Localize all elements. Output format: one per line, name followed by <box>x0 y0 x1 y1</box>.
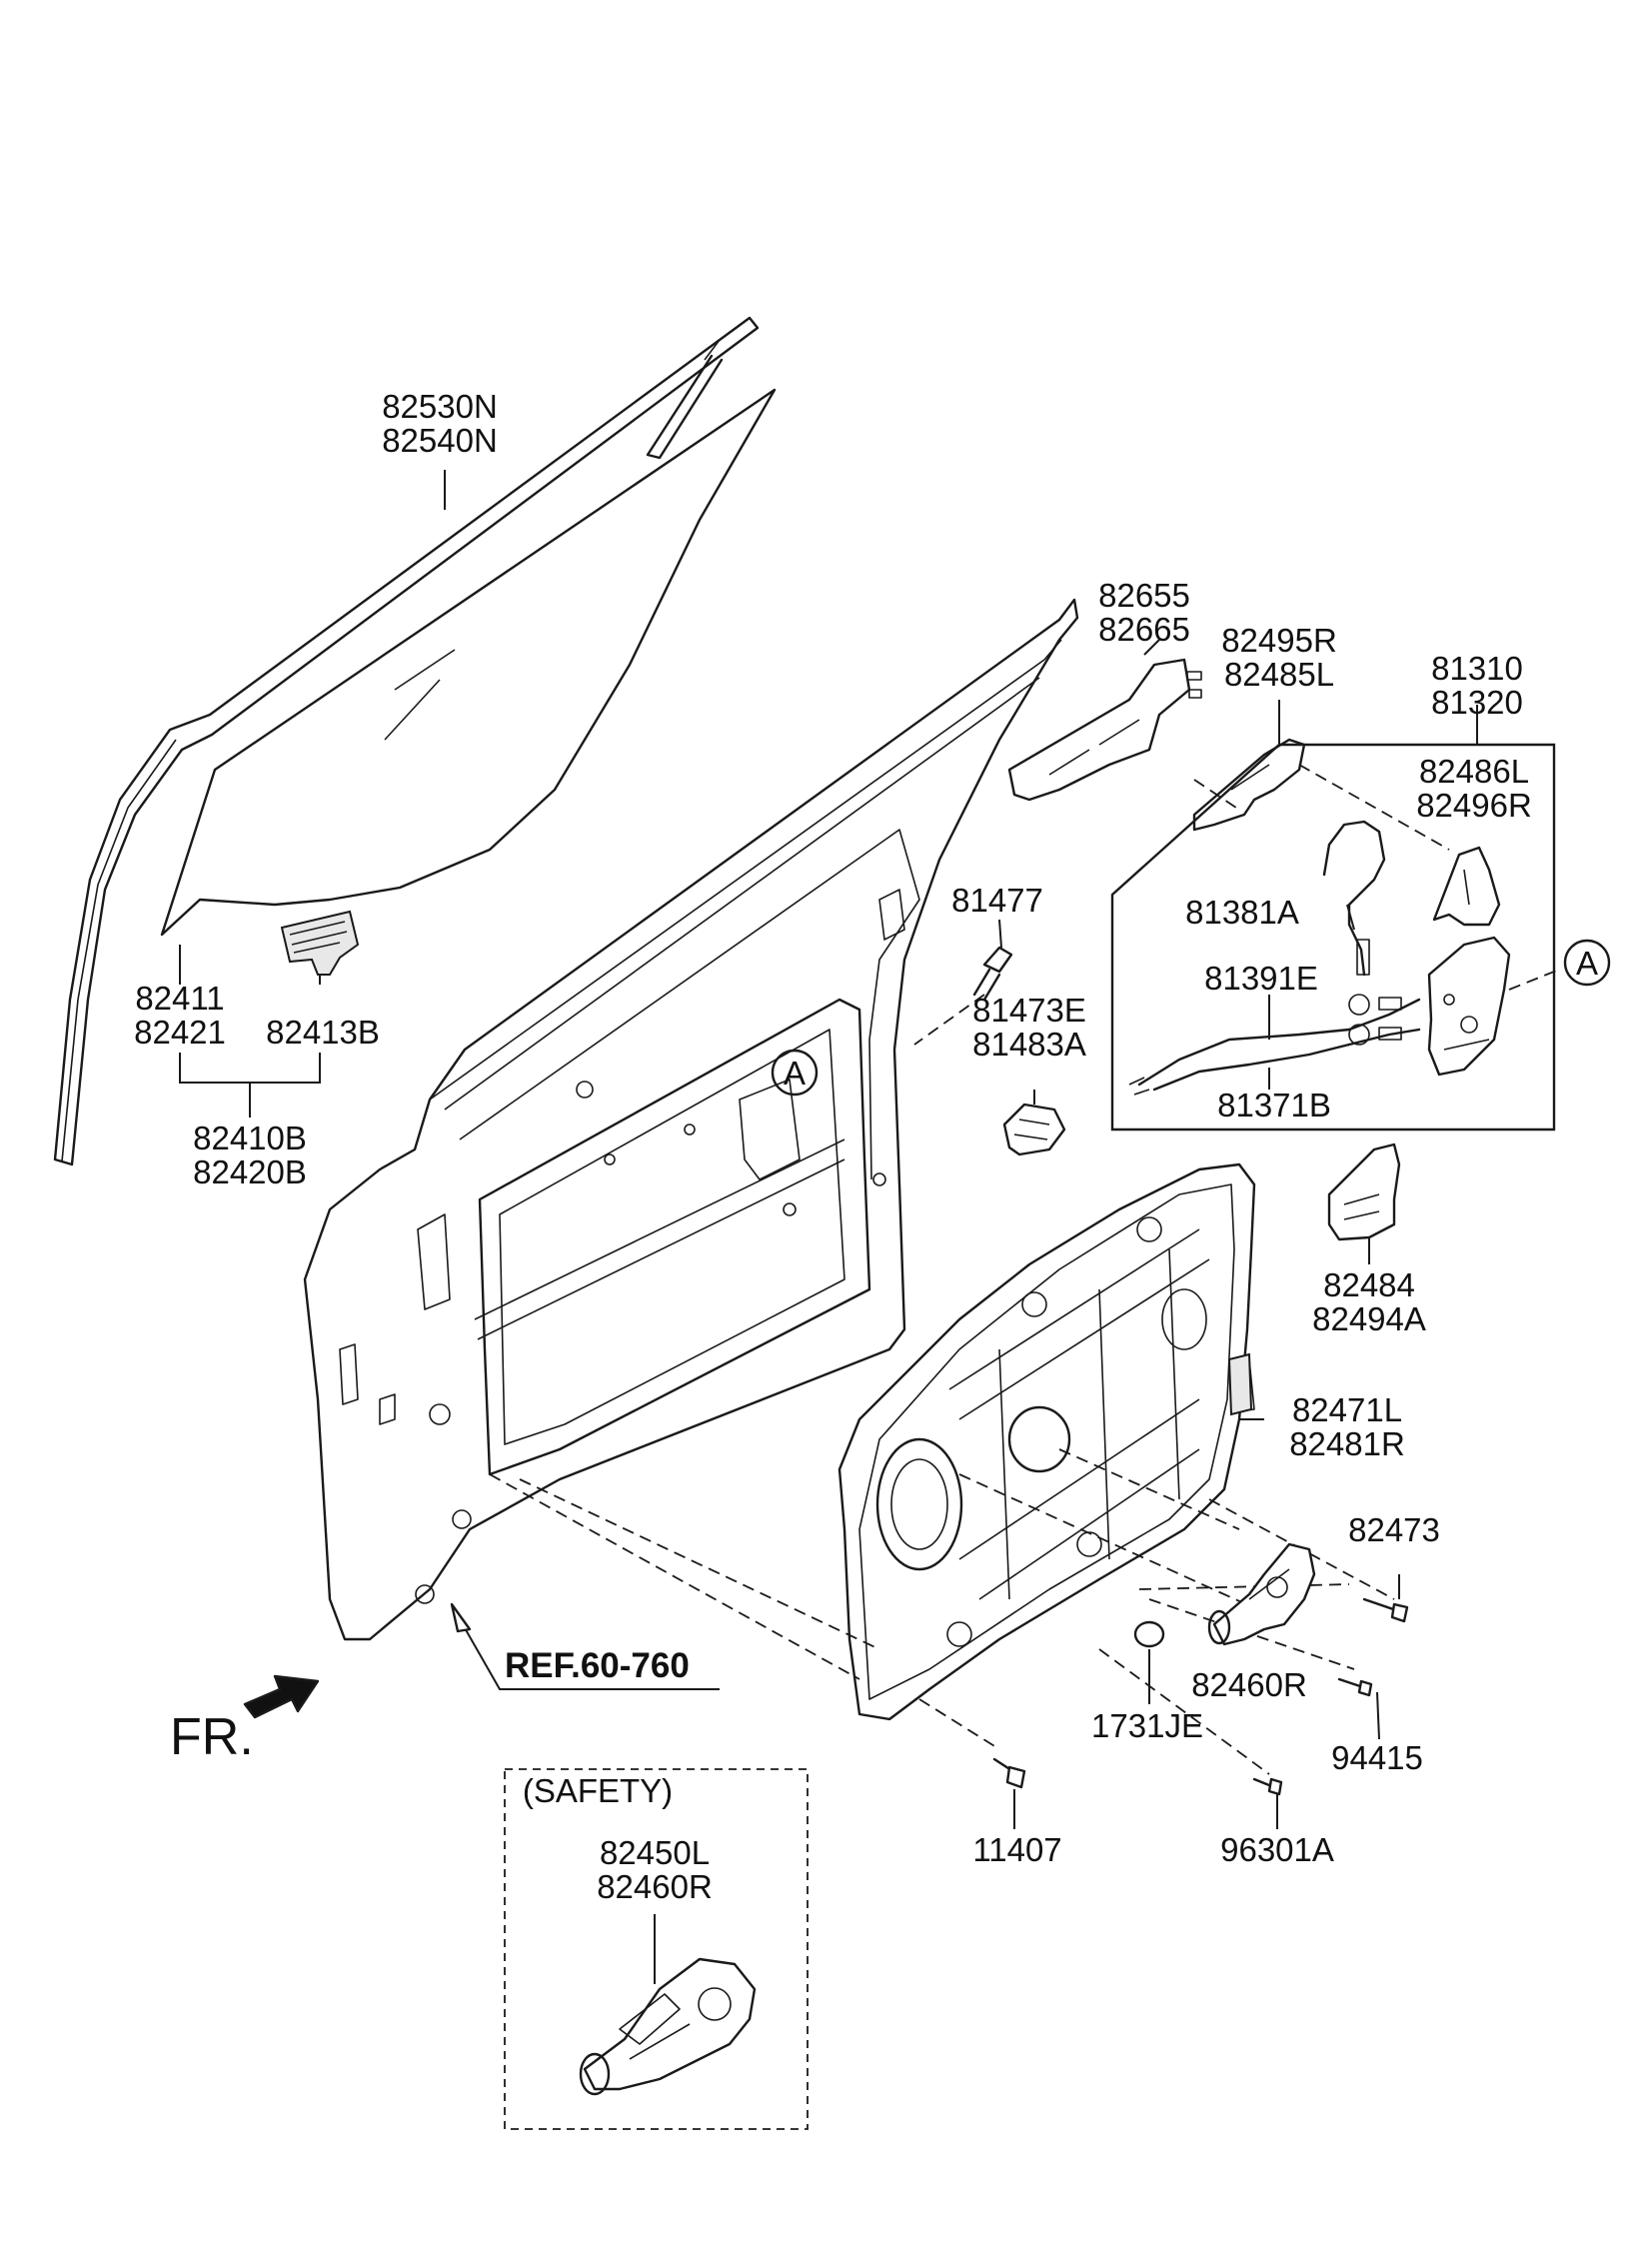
label-82460r-upper: 82460R <box>1191 1666 1307 1703</box>
label-82420b: 82420B <box>193 1153 307 1190</box>
label-82655: 82655 <box>1098 577 1190 614</box>
label-94415: 94415 <box>1331 1739 1423 1776</box>
label-81381a: 81381A <box>1185 894 1299 931</box>
screw-96301a <box>1252 1777 1283 1829</box>
label-82421: 82421 <box>134 1014 226 1051</box>
label-82494a: 82494A <box>1312 1300 1426 1337</box>
grommet-1731je <box>1133 1620 1165 1704</box>
front-direction-indicator: FR. <box>170 1674 320 1766</box>
label-82411: 82411 <box>135 980 224 1017</box>
label-82471l: 82471L <box>1292 1391 1402 1428</box>
window-regulator-motor <box>1207 1542 1316 1646</box>
handle-bracket <box>1327 1142 1401 1264</box>
label-82496r: 82496R <box>1416 787 1532 824</box>
bolt-11407 <box>992 1757 1026 1829</box>
marker-a-box-text: A <box>1576 945 1598 982</box>
inside-handle-cables <box>1128 994 1421 1096</box>
label-1731je: 1731JE <box>1091 1707 1203 1744</box>
label-81371b: 81371B <box>1217 1087 1331 1124</box>
glass-leaders <box>179 470 446 1118</box>
marker-a-text: A <box>784 1055 806 1092</box>
label-82473: 82473 <box>1348 1511 1440 1548</box>
label-11407: 11407 <box>972 1831 1061 1868</box>
part-labels: 82530N 82540N 82411 82421 82413B 82410B … <box>134 388 1532 1905</box>
label-82540n: 82540N <box>382 422 498 459</box>
label-81473e: 81473E <box>972 992 1086 1029</box>
glass-bracket <box>280 910 360 976</box>
label-82484: 82484 <box>1323 1266 1415 1303</box>
lock-cable-upper <box>1322 820 1386 977</box>
label-81477: 81477 <box>951 882 1043 919</box>
reference-marker-a-box: A <box>1563 939 1611 987</box>
ref-text: REF.60-760 <box>505 1646 690 1685</box>
label-82530n: 82530N <box>382 388 498 425</box>
label-81391e: 81391E <box>1204 960 1318 997</box>
door-glass <box>160 388 777 937</box>
label-82665: 82665 <box>1098 611 1190 648</box>
latch-assembly-box <box>1110 705 1556 1131</box>
glass-run-channel <box>53 316 760 1166</box>
label-82486l: 82486L <box>1419 753 1529 790</box>
safety-box <box>504 1768 809 2130</box>
door-module-panel <box>837 1162 1264 1721</box>
bolt-82473 <box>1362 1574 1409 1623</box>
bolt-81477 <box>913 919 1013 1046</box>
latch-bracket <box>1002 1090 1066 1156</box>
label-81320: 81320 <box>1431 684 1523 721</box>
latch-cover <box>1432 846 1501 927</box>
label-82410b: 82410B <box>193 1120 307 1156</box>
label-82485l: 82485L <box>1224 656 1334 693</box>
label-safety: (SAFETY) <box>523 1772 673 1809</box>
label-82450l: 82450L <box>600 1834 710 1871</box>
module-dashed-lines <box>489 1448 1395 1775</box>
label-82460r-safety: 82460R <box>597 1868 713 1905</box>
door-inner-panel <box>303 598 1079 1641</box>
outside-door-handle <box>1192 738 1306 832</box>
label-96301a: 96301A <box>1220 1831 1334 1868</box>
label-81483a: 81483A <box>972 1026 1086 1063</box>
label-82495r: 82495R <box>1221 622 1337 659</box>
screw-94415 <box>1337 1677 1380 1740</box>
safety-window-motor <box>579 1914 757 2096</box>
door-latch-actuator <box>1427 936 1560 1077</box>
outside-handle-frame <box>1007 658 1202 802</box>
label-82481r: 82481R <box>1289 1425 1405 1462</box>
front-text: FR. <box>170 1708 254 1766</box>
handle-leaders <box>1143 639 1450 851</box>
label-81310: 81310 <box>1431 650 1523 687</box>
label-82413b: 82413B <box>266 1014 380 1051</box>
reference-marker-a-door: A <box>771 1049 819 1097</box>
reference-callout: REF.60-760 <box>450 1602 720 1690</box>
cable-leaders <box>1268 904 1355 1090</box>
